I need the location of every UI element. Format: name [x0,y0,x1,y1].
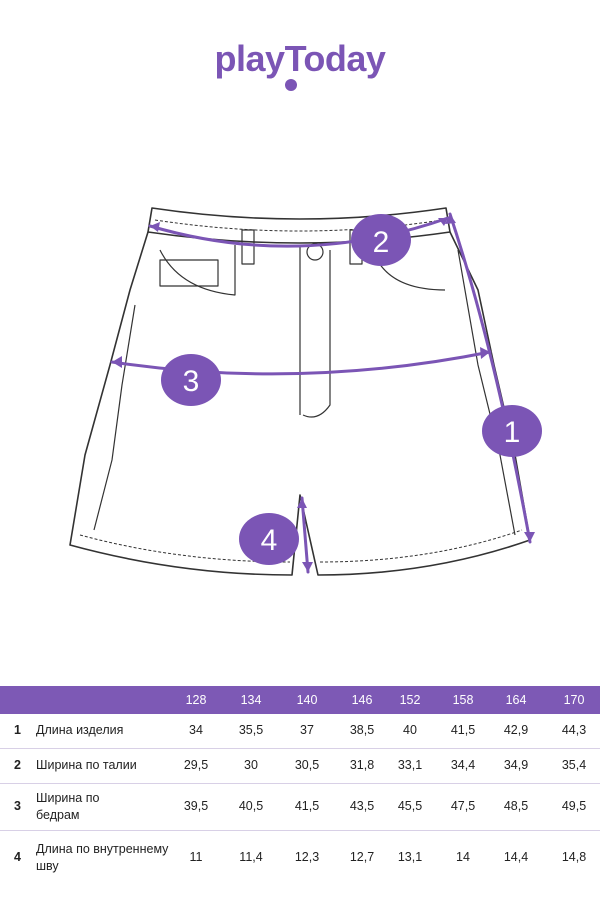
table-row: 3 Ширина по бедрам 39,5 40,5 41,5 43,5 4… [0,784,600,831]
table-cell: 34,4 [450,758,476,772]
table-row: 1 Длина изделия 34 35,5 37 38,5 40 41,5 … [0,714,600,749]
table-cell: 34,9 [503,758,529,772]
table-cell: 47,5 [450,799,476,813]
table-cell: 12,3 [294,850,320,864]
size-header-row: 128 134 140 146 152 158 164 170 [0,686,600,714]
row-number: 2 [14,758,21,772]
marker-3: 3 [161,354,221,406]
row-label: Ширина по талии [36,758,137,772]
svg-text:4: 4 [261,524,278,557]
measure-line-4 [300,496,310,574]
table-cell: 12,7 [349,850,375,864]
row-label: Длина по внутреннему шву [36,842,169,873]
size-header: 170 [563,693,585,707]
table-cell: 41,5 [450,723,476,737]
table-cell: 37 [300,723,314,737]
table-cell: 48,5 [503,799,529,813]
table-cell: 29,5 [183,758,209,772]
row-label: Ширина по бедрам [36,791,100,822]
shorts-diagram: 2 3 1 4 [69,207,542,576]
table-cell: 45,5 [397,799,423,813]
table-cell: 43,5 [349,799,375,813]
table-row: 2 Ширина по талии 29,5 30 30,5 31,8 33,1… [0,749,600,784]
marker-2: 2 [351,214,411,266]
measure-line-3 [110,350,492,376]
table-cell: 42,9 [503,723,529,737]
table-cell: 33,1 [397,758,423,772]
svg-text:2: 2 [373,226,390,259]
size-header: 146 [351,693,373,707]
measure-line-2 [148,216,450,248]
table-cell: 40,5 [238,799,264,813]
table-cell: 35,5 [238,723,264,737]
logo-dot [285,79,297,91]
row-number: 1 [14,723,21,737]
brand-logo: playToday [214,38,386,79]
marker-4: 4 [239,513,299,565]
table-cell: 11,4 [239,850,263,864]
svg-text:3: 3 [183,365,200,398]
row-number: 4 [14,850,21,864]
table-cell: 34 [189,723,203,737]
table-cell: 35,4 [561,758,587,772]
table-cell: 30,5 [294,758,320,772]
table-cell: 11 [189,850,203,864]
table-cell: 14 [456,850,470,864]
measure-line-1 [448,212,532,544]
table-cell: 44,3 [561,723,587,737]
size-header: 134 [240,693,262,707]
size-table: 128 134 140 146 152 158 164 170 1 Длина … [0,686,600,885]
size-header: 158 [452,693,474,707]
table-cell: 49,5 [561,799,587,813]
table-cell: 14,8 [561,850,587,864]
table-cell: 38,5 [349,723,375,737]
table-cell: 41,5 [294,799,320,813]
table-cell: 30 [244,758,258,772]
svg-text:1: 1 [504,416,521,449]
table-cell: 14,4 [503,850,529,864]
size-header: 140 [296,693,318,707]
row-label: Длина изделия [36,723,124,737]
size-header: 164 [505,693,527,707]
table-cell: 39,5 [183,799,209,813]
size-header: 152 [399,693,421,707]
table-cell: 13,1 [397,850,423,864]
table-cell: 40 [403,723,417,737]
size-header: 128 [185,693,207,707]
marker-1: 1 [482,405,542,457]
row-number: 3 [14,799,21,813]
table-row: 4 Длина по внутреннему шву 11 11,4 12,3 … [0,831,600,885]
table-cell: 31,8 [349,758,375,772]
